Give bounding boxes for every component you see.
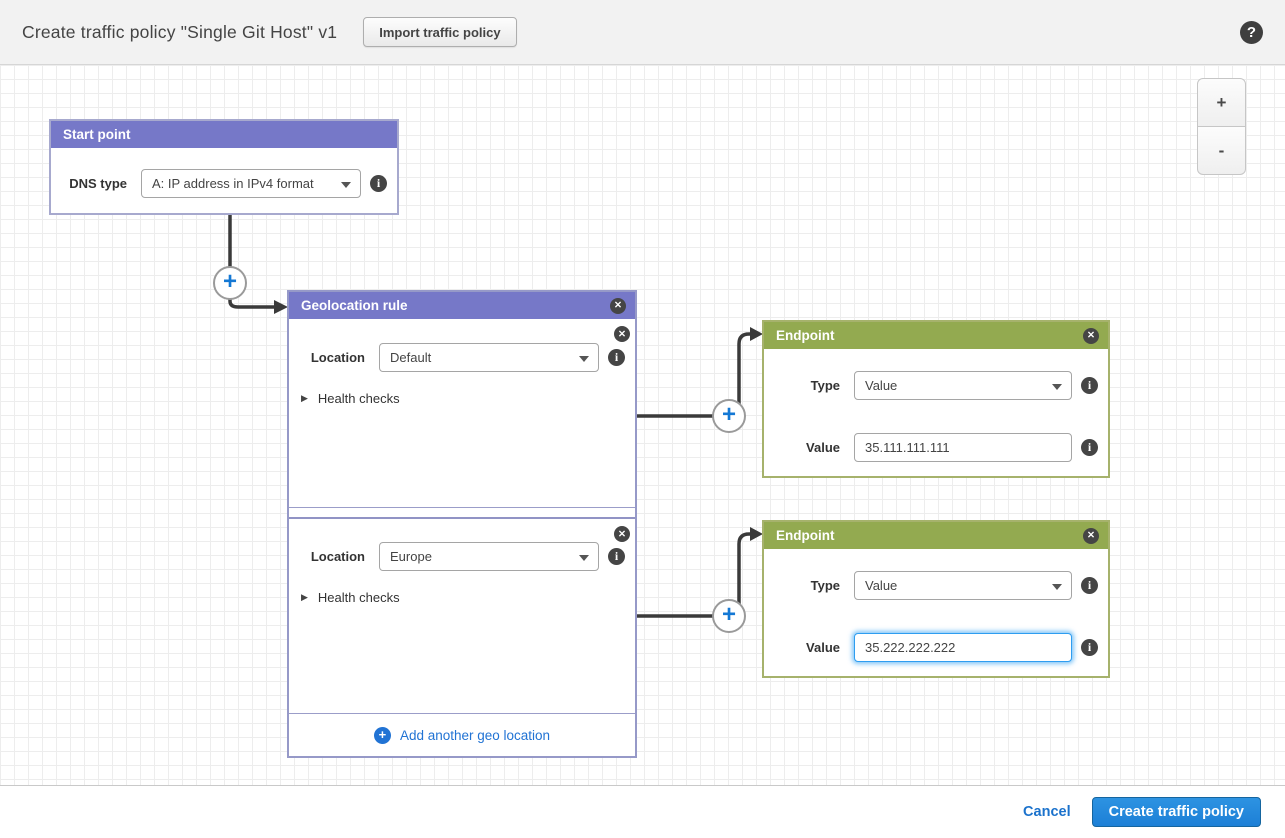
add-connection-plus-icon[interactable]: + [213,266,247,300]
page-title: Create traffic policy "Single Git Host" … [22,22,337,43]
chevron-down-icon [579,555,589,561]
endpoint-value-input-focused[interactable] [854,633,1072,662]
info-icon[interactable]: i [1081,439,1098,456]
section-divider [289,508,635,517]
close-icon[interactable]: ✕ [1083,328,1099,344]
dns-type-dropdown[interactable]: A: IP address in IPv4 format [141,169,361,198]
info-icon[interactable]: i [608,349,625,366]
endpoint-type-dropdown[interactable]: Value [854,371,1072,400]
create-traffic-policy-button[interactable]: Create traffic policy [1092,797,1261,827]
health-checks-label: Health checks [318,590,400,605]
info-icon[interactable]: i [1081,639,1098,656]
canvas-zoom-controls: + - [1197,78,1246,175]
location-selected-value: Europe [390,549,432,564]
start-point-title: Start point [63,127,131,142]
endpoint-type-dropdown[interactable]: Value [854,571,1072,600]
add-another-geo-location-link[interactable]: + Add another geo location [289,714,635,756]
help-icon[interactable]: ? [1240,21,1263,44]
plus-icon: + [374,727,391,744]
endpoint-title: Endpoint [776,328,834,343]
location-dropdown[interactable]: Default [379,343,599,372]
collapsed-caret-icon: ▶ [301,393,308,404]
endpoint-type-label: Type [764,578,840,593]
chevron-down-icon [1052,584,1062,590]
add-connection-plus-icon[interactable]: + [712,399,746,433]
cancel-link[interactable]: Cancel [1023,804,1071,820]
chevron-down-icon [1052,384,1062,390]
start-point-header: Start point [51,121,397,148]
geo-location-section-default: ✕ Location Default i ▶ Health checks [289,319,635,508]
close-icon[interactable]: ✕ [614,326,630,342]
top-header-bar: Create traffic policy "Single Git Host" … [0,0,1285,65]
zoom-in-button[interactable]: + [1197,78,1246,127]
location-selected-value: Default [390,350,431,365]
location-label: Location [289,549,365,564]
close-icon[interactable]: ✕ [614,526,630,542]
health-checks-toggle[interactable]: ▶ Health checks [301,391,625,406]
geolocation-rule-node: Geolocation rule ✕ ✕ Location Default i … [287,290,637,758]
endpoint-value-input[interactable] [854,433,1072,462]
add-connection-plus-icon[interactable]: + [712,599,746,633]
info-icon[interactable]: i [1081,577,1098,594]
health-checks-toggle[interactable]: ▶ Health checks [301,590,625,605]
connector-arrowhead [274,300,288,314]
add-geo-location-label: Add another geo location [400,728,550,743]
info-icon[interactable]: i [608,548,625,565]
traffic-policy-canvas: + + + + - Start point DNS type A: IP add… [0,65,1285,785]
endpoint-title: Endpoint [776,528,834,543]
zoom-out-button[interactable]: - [1197,126,1246,175]
start-point-node: Start point DNS type A: IP address in IP… [49,119,399,215]
close-icon[interactable]: ✕ [610,298,626,314]
endpoint-header: Endpoint ✕ [764,322,1108,349]
dns-type-selected-value: A: IP address in IPv4 format [152,176,314,191]
location-label: Location [289,350,365,365]
endpoint-header: Endpoint ✕ [764,522,1108,549]
footer-action-bar: Cancel Create traffic policy [0,785,1285,838]
geolocation-rule-title: Geolocation rule [301,298,408,313]
close-icon[interactable]: ✕ [1083,528,1099,544]
endpoint-type-selected-value: Value [865,578,897,593]
info-icon[interactable]: i [370,175,387,192]
endpoint-type-label: Type [764,378,840,393]
endpoint-type-selected-value: Value [865,378,897,393]
endpoint-node-2: Endpoint ✕ Type Value i Value i [762,520,1110,678]
collapsed-caret-icon: ▶ [301,592,308,603]
geo-location-section-europe: ✕ Location Europe i ▶ Health checks [289,517,635,714]
geolocation-rule-header: Geolocation rule ✕ [289,292,635,319]
chevron-down-icon [341,182,351,188]
info-icon[interactable]: i [1081,377,1098,394]
chevron-down-icon [579,356,589,362]
endpoint-value-label: Value [764,440,840,455]
endpoint-value-label: Value [764,640,840,655]
endpoint-node-1: Endpoint ✕ Type Value i Value i [762,320,1110,478]
health-checks-label: Health checks [318,391,400,406]
import-traffic-policy-button[interactable]: Import traffic policy [363,17,516,47]
location-dropdown[interactable]: Europe [379,542,599,571]
dns-type-label: DNS type [51,176,127,191]
